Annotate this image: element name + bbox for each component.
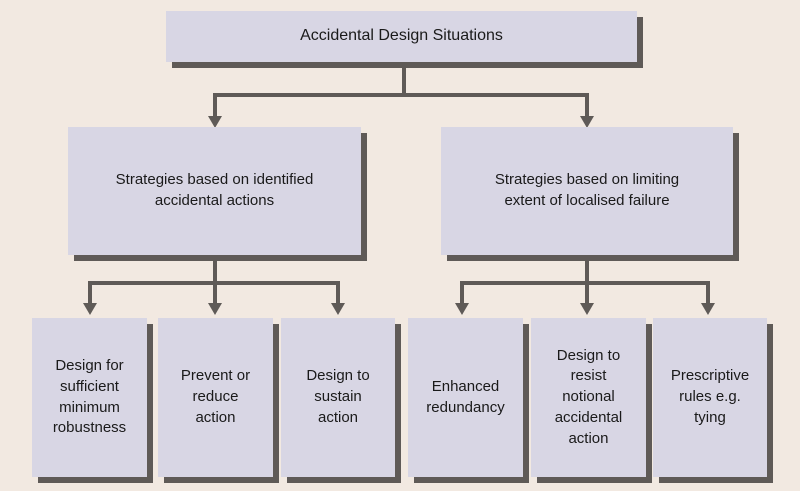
node-label: Accidental Design Situations [300, 27, 503, 45]
node-label: Prevent or reduce action [180, 367, 251, 426]
node-label: Strategies based on identified accidenta… [115, 171, 314, 209]
node-enhanced-redundancy[interactable]: Enhanced redundancy [408, 318, 523, 477]
arrowhead-right-to-leaf5 [701, 303, 715, 315]
arrowhead-root-to-left [208, 116, 222, 128]
node-label: Design to resist notional accidental act… [554, 346, 623, 447]
node-strategies-identified-accidental-actions[interactable]: Strategies based on identified accidenta… [68, 127, 361, 255]
connector-root-bus [215, 93, 589, 97]
connector-right-stem [585, 255, 589, 283]
node-label: Enhanced redundancy [426, 377, 505, 416]
connector-left-to-leaf1-drop [213, 281, 217, 305]
node-label: Design for sufficient minimum robustness [52, 357, 127, 437]
arrowhead-left-to-leaf2 [331, 303, 345, 315]
node-prevent-or-reduce-action[interactable]: Prevent or reduce action [158, 318, 273, 477]
arrowhead-left-to-leaf0 [83, 303, 97, 315]
connector-right-to-leaf4-drop [585, 281, 589, 305]
connector-root-to-left-drop [213, 93, 217, 120]
connector-root-to-right-drop [585, 93, 589, 120]
node-design-to-resist-notional-accidental-action[interactable]: Design to resist notional accidental act… [531, 318, 646, 477]
node-design-for-sufficient-minimum-robustness[interactable]: Design for sufficient minimum robustness [32, 318, 147, 477]
node-design-to-sustain-action[interactable]: Design to sustain action [281, 318, 395, 477]
node-prescriptive-rules-tying[interactable]: Prescriptive rules e.g. tying [653, 318, 767, 477]
node-label: Prescriptive rules e.g. tying [670, 367, 750, 426]
arrowhead-left-to-leaf1 [208, 303, 222, 315]
arrowhead-root-to-right [580, 116, 594, 128]
arrowhead-right-to-leaf3 [455, 303, 469, 315]
connector-left-to-leaf2-drop [336, 281, 340, 305]
node-accidental-design-situations[interactable]: Accidental Design Situations [166, 11, 637, 62]
connector-right-to-leaf5-drop [706, 281, 710, 305]
node-label: Strategies based on limiting extent of l… [494, 171, 680, 209]
connector-left-stem [213, 255, 217, 283]
connector-root-stem [402, 62, 406, 95]
arrowhead-right-to-leaf4 [580, 303, 594, 315]
node-label: Design to sustain action [306, 367, 370, 426]
node-strategies-limiting-localised-failure[interactable]: Strategies based on limiting extent of l… [441, 127, 733, 255]
connector-right-to-leaf3-drop [460, 281, 464, 305]
connector-left-to-leaf0-drop [88, 281, 92, 305]
